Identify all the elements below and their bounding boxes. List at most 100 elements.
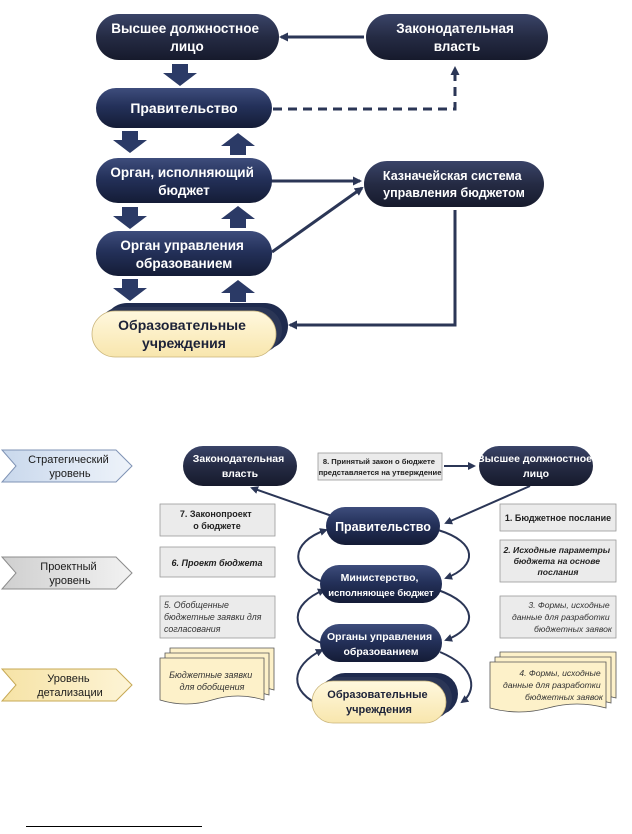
- box-step7-line1: 7. Законопроект: [180, 509, 252, 519]
- node-education-body-line1: Орган управления: [120, 238, 244, 253]
- svg-text:5. Обобщенные бюджетны: 5. Обобщенные бюджетные заявки для согла…: [164, 600, 264, 634]
- svg-text:Орган, исполняющий бюд: Орган, исполняющий бюджет: [110, 165, 257, 198]
- box-step5-line3: согласования: [164, 624, 221, 634]
- node-budget-body-line2: бюджет: [158, 183, 210, 198]
- level-detail-line1: Уровень: [47, 673, 90, 685]
- footnote-separator: [26, 826, 202, 827]
- svg-text:Образовательные учрежд: Образовательные учреждения: [327, 689, 430, 716]
- node-government-bottom-label: Правительство: [335, 520, 431, 534]
- level-project-line1: Проектный: [40, 561, 96, 573]
- node-education-body-line2: образованием: [136, 256, 233, 271]
- svg-text:Законодательная власть: Законодательная власть: [193, 453, 287, 480]
- level-strategic-line1: Стратегический: [28, 454, 109, 466]
- node-legislature-bottom-line2: власть: [222, 468, 259, 480]
- node-ministry: Министерство, исполняющее бюджет: [320, 565, 442, 603]
- doc-requests-line1: Бюджетные заявки: [169, 670, 252, 680]
- node-education-bodies: Органы управления образованием: [320, 624, 442, 662]
- box-step6-line1: 6. Проект бюджета: [172, 558, 263, 568]
- svg-text:Законодательная власть: Законодательная власть: [396, 21, 517, 54]
- up-arrow-institutions-education: [221, 280, 255, 302]
- dashed-arrow-government-to-legislature: [273, 66, 460, 111]
- node-institutions-line2: учреждения: [142, 335, 226, 351]
- doc-step4-line1: 4. Формы, исходные: [519, 668, 601, 678]
- node-education-bodies-line2: образованием: [343, 646, 418, 658]
- block-arrows: [113, 64, 255, 302]
- level-detail: Уровень детализации: [0, 668, 133, 702]
- down-arrow-budget-education: [113, 207, 147, 229]
- arrow-official-to-government: [444, 485, 531, 525]
- box-step5: 5. Обобщенные бюджетные заявки для согла…: [159, 595, 276, 639]
- box-step8-line2: представляется на утверждение: [319, 468, 442, 477]
- level-detail-line2: детализации: [37, 687, 103, 699]
- curve-education-to-institutions-right: [439, 651, 473, 704]
- box-step1-line1: 1. Бюджетное послание: [505, 513, 611, 523]
- box-step5-line1: 5. Обобщенные: [164, 600, 229, 610]
- curve-government-to-ministry-right: [437, 529, 470, 580]
- svg-text:4. Формы, исходные дан: 4. Формы, исходные данные для разработки…: [503, 668, 604, 702]
- box-step8-line1: 8. Принятый закон о бюджете: [323, 457, 435, 466]
- box-step2: 2. Исходные параметры бюджета на основе …: [499, 539, 617, 583]
- doc-stack-step4: 4. Формы, исходные данные для разработки…: [489, 651, 617, 713]
- arrow-government-to-legislature: [250, 486, 333, 517]
- box-step3-line1: 3. Формы, исходные: [528, 600, 610, 610]
- up-arrow-budget-government: [221, 133, 255, 155]
- node-highest-official-line1: Высшее должностное: [111, 21, 259, 36]
- svg-text:Казначейская система у: Казначейская система управления бюджетом: [383, 169, 525, 200]
- svg-text:Правительство: Правительство: [130, 100, 237, 116]
- node-highest-official-line2: лицо: [170, 39, 203, 54]
- svg-text:Высшее должностное лиц: Высшее должностное лицо: [111, 21, 262, 54]
- svg-text:Стратегический уровень: Стратегический уровень: [28, 454, 112, 480]
- node-legislature-bottom-line1: Законодательная: [193, 453, 285, 465]
- arrow-treasury-to-institutions: [288, 210, 457, 330]
- svg-text:3. Формы, исходные дан: 3. Формы, исходные данные для разработки…: [512, 600, 613, 634]
- node-institutions: Образовательные учреждения: [91, 303, 288, 358]
- doc-step4-line2: данные для разработки: [503, 680, 601, 690]
- box-step7-line2: о бюджете: [193, 521, 240, 531]
- box-step1: 1. Бюджетное послание: [499, 503, 617, 532]
- node-legislature: Законодательная власть: [366, 14, 548, 60]
- node-institutions-bottom-line1: Образовательные: [327, 689, 427, 701]
- svg-text:Уровень детализации: Уровень детализации: [37, 673, 103, 699]
- node-legislature-bottom: Законодательная власть: [183, 446, 297, 486]
- svg-text:Высшее должностное лиц: Высшее должностное лицо: [477, 453, 595, 480]
- node-treasury-line2: управления бюджетом: [383, 186, 525, 200]
- level-project-line2: уровень: [49, 575, 91, 587]
- svg-text:Министерство, исполняю: Министерство, исполняющее бюджет: [328, 572, 434, 599]
- node-government: Правительство: [96, 88, 272, 128]
- node-budget-body: Орган, исполняющий бюджет: [96, 158, 272, 203]
- node-budget-body-line1: Орган, исполняющий: [110, 165, 254, 180]
- svg-text:1. Бюджетное послание: 1. Бюджетное послание: [505, 513, 611, 523]
- node-government-bottom: Правительство: [326, 507, 440, 545]
- box-step3-line3: бюджетных заявок: [534, 624, 613, 634]
- node-institutions-line1: Образовательные: [118, 317, 246, 333]
- svg-text:6. Проект бюджета: 6. Проект бюджета: [172, 558, 263, 568]
- level-strategic-line2: уровень: [49, 468, 91, 480]
- svg-text:2. Исходные параметры: 2. Исходные параметры бюджета на основе …: [502, 545, 612, 577]
- down-arrow-government-budget: [113, 131, 147, 153]
- svg-text:Образовательные учрежд: Образовательные учреждения: [118, 317, 250, 351]
- svg-text:Органы управления обра: Органы управления образованием: [327, 631, 435, 658]
- down-arrow-official-government: [163, 64, 197, 86]
- top-diagram: Высшее должностное лицо Законодательная …: [91, 14, 548, 358]
- node-highest-official-bottom: Высшее должностное лицо: [477, 446, 595, 486]
- node-legislature-line1: Законодательная: [396, 21, 514, 36]
- doc-requests-line2: для обобщения: [180, 682, 245, 692]
- box-step2-line3: послания: [538, 567, 579, 577]
- bottom-diagram: Стратегический уровень Проектный уровень…: [0, 446, 617, 724]
- curve-ministry-to-government-left: [297, 528, 328, 584]
- box-step3-line2: данные для разработки: [512, 612, 610, 622]
- svg-text:Проектный уровень: Проектный уровень: [40, 561, 99, 587]
- node-ministry-line1: Министерство,: [341, 572, 419, 584]
- node-ministry-line2: исполняющее бюджет: [328, 588, 434, 599]
- box-step2-line1: 2. Исходные параметры: [502, 545, 610, 555]
- doc-step4-line3: бюджетных заявок: [525, 692, 604, 702]
- node-institutions-bottom-line2: учреждения: [346, 704, 412, 716]
- doc-stack-requests: Бюджетные заявки для обобщения: [159, 647, 275, 705]
- box-step7: 7. Законопроект о бюджете: [159, 503, 276, 537]
- box-step8: 8. Принятый закон о бюджете представляет…: [317, 452, 443, 481]
- level-strategic: Стратегический уровень: [0, 449, 133, 483]
- curve-ministry-to-education-right: [437, 589, 471, 642]
- box-step2-line2: бюджета на основе: [514, 556, 601, 566]
- arrow-education-to-treasury: [271, 186, 364, 254]
